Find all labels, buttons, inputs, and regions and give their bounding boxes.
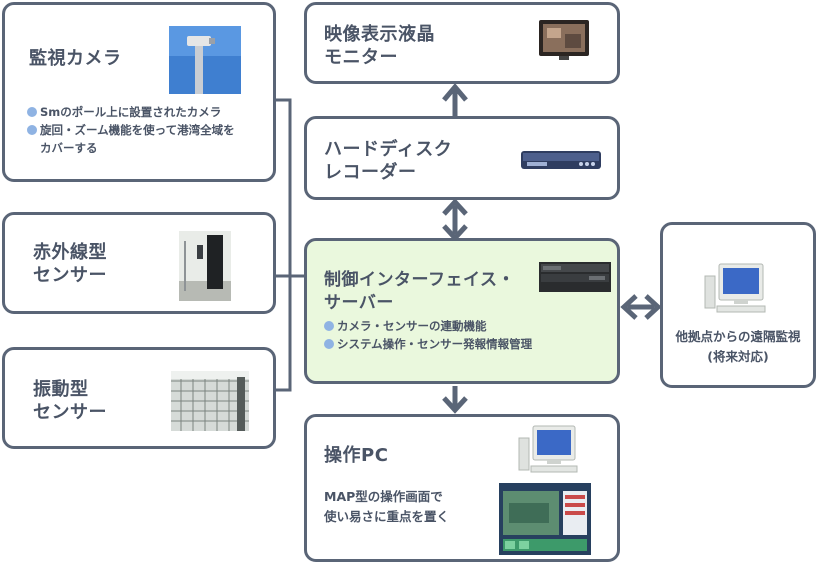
desktop-pc-icon xyxy=(517,424,579,474)
infrared-sensor-photo xyxy=(179,231,231,301)
remote-box: 他拠点からの遠隔監視 (将来対応) xyxy=(660,222,816,388)
camera-pole-photo xyxy=(169,26,241,94)
infrared-title: 赤外線型 センサー xyxy=(33,241,107,287)
camera-bullets: Smのポール上に設置されたカメラ 旋回・ズーム機能を使って港湾全域を カバーする xyxy=(27,103,235,157)
server-bullets: カメラ・センサーの連動機能 システム操作・センサー発報情報管理 xyxy=(324,317,532,353)
operation-pc-box: 操作PC MAP型の操作画面で 使い易さに重点を置く xyxy=(304,414,620,562)
rack-server-photo xyxy=(539,260,611,294)
camera-bullet-2-cont: カバーする xyxy=(27,139,235,157)
vibration-title: 振動型 センサー xyxy=(33,378,107,424)
sensor-bracket-line xyxy=(276,100,306,390)
monitor-title: 映像表示液晶 モニター xyxy=(324,23,435,69)
hdd-recorder-photo xyxy=(521,147,601,173)
infrared-box: 赤外線型 センサー xyxy=(2,212,276,314)
camera-title: 監視カメラ xyxy=(29,47,122,70)
arrow-server-recorder xyxy=(444,202,466,238)
arrow-server-remote xyxy=(624,296,658,318)
monitor-box: 映像表示液晶 モニター xyxy=(304,2,620,84)
lcd-monitor-photo xyxy=(539,20,589,60)
camera-box: 監視カメラ Smのポール上に設置されたカメラ 旋回・ズーム機能を使って港湾全域を… xyxy=(2,2,276,182)
operation-pc-description: MAP型の操作画面で 使い易さに重点を置く xyxy=(324,487,449,527)
server-title: 制御インターフェイス・ サーバー xyxy=(324,269,515,315)
remote-caption: 他拠点からの遠隔監視 (将来対応) xyxy=(663,327,813,367)
arrow-server-to-pc xyxy=(444,386,466,410)
remote-desktop-pc-icon xyxy=(703,262,767,314)
vibration-box: 振動型 センサー xyxy=(2,347,276,449)
vibration-fence-photo xyxy=(171,371,249,431)
arrow-recorder-to-monitor xyxy=(444,87,466,116)
recorder-box: ハードディスク レコーダー xyxy=(304,116,620,200)
camera-bullet-1: Smのポール上に設置されたカメラ xyxy=(27,103,235,121)
server-box: 制御インターフェイス・ サーバー カメラ・センサーの連動機能 システム操作・セン… xyxy=(304,238,620,384)
camera-bullet-2: 旋回・ズーム機能を使って港湾全域を xyxy=(27,121,235,139)
server-bullet-1: カメラ・センサーの連動機能 xyxy=(324,317,532,335)
map-screen-photo xyxy=(499,483,591,555)
recorder-title: ハードディスク レコーダー xyxy=(324,138,452,184)
operation-pc-title: 操作PC xyxy=(324,444,388,467)
server-bullet-2: システム操作・センサー発報情報管理 xyxy=(324,335,532,353)
